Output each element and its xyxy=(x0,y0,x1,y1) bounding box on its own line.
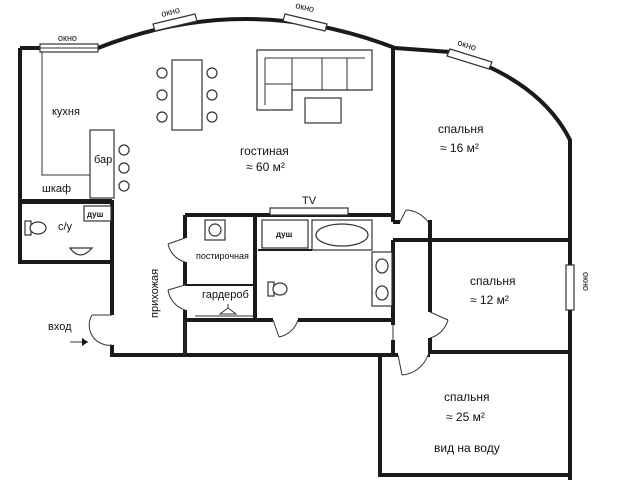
hallway-label: прихожая xyxy=(149,269,161,318)
bathtub-icon xyxy=(311,219,373,251)
kitchen: кухня бар шкаф xyxy=(41,52,130,199)
double-sink-icon xyxy=(371,251,393,307)
bedroom3-area: ≈ 25 м² xyxy=(446,410,485,424)
master-bathroom: душ xyxy=(261,219,393,307)
shower-label-master: душ xyxy=(276,230,293,239)
bar-stool-2 xyxy=(118,162,130,174)
interior-walls xyxy=(20,48,570,357)
entrance-marker: вход xyxy=(48,321,88,346)
door-entrance xyxy=(88,314,113,346)
coffee-table xyxy=(304,97,342,124)
window-labels: окно окно окно окно окно xyxy=(58,0,591,291)
bar-label: бар xyxy=(94,154,112,166)
laundry-room: постирочная xyxy=(196,219,249,261)
windows xyxy=(39,13,575,311)
window-kitchen xyxy=(39,43,99,53)
bedroom1-name: спальня xyxy=(438,122,484,136)
bedroom3-note: вид на воду xyxy=(434,441,500,455)
window-living-1 xyxy=(152,13,198,32)
doors xyxy=(88,209,449,376)
door-master-bath xyxy=(272,319,299,338)
window-label-living-2: окно xyxy=(295,0,316,14)
shower-tray xyxy=(83,205,112,222)
window-bedroom1 xyxy=(446,48,493,70)
door-laundry xyxy=(167,237,186,263)
window-label-living-1: окно xyxy=(160,5,181,19)
sink-icon xyxy=(68,247,94,256)
bar-stool-1 xyxy=(118,144,130,156)
living-room-area: ≈ 60 м² xyxy=(246,160,285,174)
shower-label-bathroom: душ xyxy=(87,210,104,219)
window-label-kitchen: окно xyxy=(58,33,77,43)
bathroom-label: с/у xyxy=(58,221,73,233)
door-bedroom1 xyxy=(399,209,429,223)
toilet-icon xyxy=(24,220,47,236)
window-label-bedroom1: окно xyxy=(456,37,477,52)
bedroom2-area: ≈ 12 м² xyxy=(470,293,509,307)
bar-stool-3 xyxy=(118,180,130,192)
wardrobe-label: гардероб xyxy=(202,289,249,301)
tv-label: TV xyxy=(302,195,317,207)
shower-tray-master xyxy=(261,219,309,249)
window-label-bedroom2: окно xyxy=(581,272,591,291)
bedroom3-name: спальня xyxy=(444,390,490,404)
tv-unit: TV xyxy=(269,195,349,216)
window-living-2 xyxy=(282,13,328,32)
bedroom1-area: ≈ 16 м² xyxy=(440,141,479,155)
kitchen-label: кухня xyxy=(52,106,80,118)
laundry-label: постирочная xyxy=(196,251,249,261)
dining-table xyxy=(156,59,218,131)
cupboard-label: шкаф xyxy=(42,183,71,195)
bedroom2-name: спальня xyxy=(470,274,516,288)
window-bedroom2 xyxy=(565,264,575,311)
entrance-label: вход xyxy=(48,321,72,333)
door-bedroom3 xyxy=(397,354,429,376)
bar-counter xyxy=(89,129,115,199)
sofa xyxy=(256,49,373,111)
wardrobe-room: гардероб xyxy=(195,289,253,317)
bathroom: душ с/у xyxy=(24,205,112,256)
entrance-arrowhead-icon xyxy=(82,338,88,346)
living-room-name: гостиная xyxy=(240,144,289,158)
door-wardrobe xyxy=(167,284,186,311)
door-bedroom2 xyxy=(429,311,449,339)
hanger-icon xyxy=(218,304,238,315)
toilet-icon-master xyxy=(267,281,288,297)
